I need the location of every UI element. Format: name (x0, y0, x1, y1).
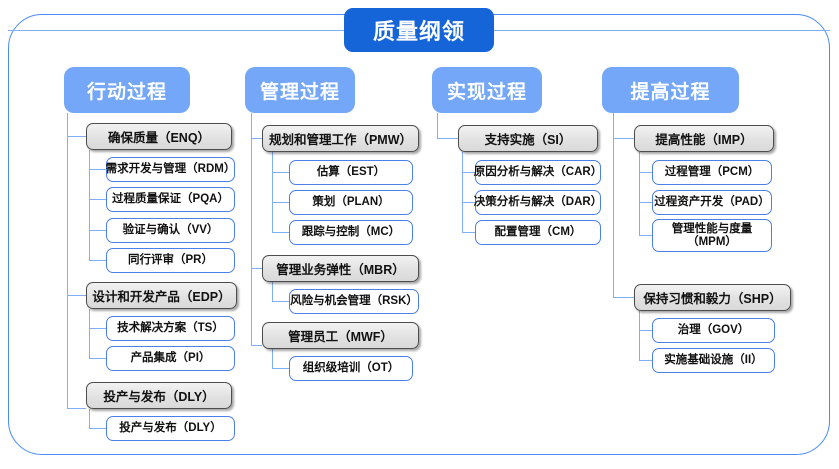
leaf-ts[interactable]: 技术解决方案（TS） (106, 316, 235, 341)
leaf-plan[interactable]: 策划（PLAN） (289, 190, 413, 215)
branch-gov (639, 330, 652, 331)
root-connector-right (494, 30, 830, 31)
branch-pcm (639, 172, 652, 173)
branch-pqa (89, 199, 106, 200)
branch-mc (272, 232, 289, 233)
subtrunk-mbr (272, 282, 273, 301)
leaf-dly[interactable]: 投产与发布（DLY） (106, 416, 235, 441)
leaf-est[interactable]: 估算（EST） (289, 160, 413, 185)
trunk-improve (613, 113, 614, 298)
group-mbr[interactable]: 管理业务弹性（MBR） (262, 255, 419, 282)
group-enq[interactable]: 确保质量（ENQ） (86, 123, 232, 150)
branch-imp (613, 138, 634, 139)
branch-car (462, 172, 475, 173)
leaf-gov[interactable]: 治理（GOV） (652, 318, 775, 343)
column-header-action[interactable]: 行动过程 (64, 67, 190, 113)
branch-si (437, 138, 458, 139)
subtrunk-dly (89, 409, 90, 428)
subtrunk-enq (89, 150, 90, 260)
trunk-implement (437, 113, 438, 139)
leaf-mc[interactable]: 跟踪与控制（MC） (289, 220, 413, 245)
group-dly[interactable]: 投产与发布（DLY） (86, 382, 232, 409)
leaf-dar[interactable]: 决策分析与解决（DAR） (474, 190, 602, 215)
branch-shp (613, 297, 634, 298)
branch-dly-group (67, 408, 86, 409)
group-mwf[interactable]: 管理员工（MWF） (262, 322, 419, 349)
group-si[interactable]: 支持实施（SI） (458, 125, 598, 152)
subtrunk-edp (89, 309, 90, 358)
branch-est (272, 172, 289, 173)
subtrunk-si (462, 152, 463, 232)
leaf-pr[interactable]: 同行评审（PR） (106, 248, 235, 273)
column-header-improve[interactable]: 提高过程 (602, 67, 739, 113)
subtrunk-mwf (272, 349, 273, 368)
group-shp[interactable]: 保持习惯和毅力（SHP） (634, 284, 791, 311)
leaf-vv[interactable]: 验证与确认（VV） (106, 218, 235, 243)
group-imp[interactable]: 提高性能（IMP） (634, 125, 774, 152)
leaf-ii[interactable]: 实施基础设施（II） (652, 348, 775, 373)
branch-enq (67, 136, 86, 137)
leaf-mpm[interactable]: 管理性能与度量（MPM） (652, 219, 772, 252)
root-connector-left (8, 30, 344, 31)
branch-cm (462, 232, 475, 233)
leaf-pqa[interactable]: 过程质量保证（PQA） (106, 187, 235, 212)
branch-pi (89, 358, 106, 359)
trunk-action (67, 113, 68, 408)
branch-ts (89, 328, 106, 329)
branch-rdm (89, 169, 106, 170)
column-header-implement[interactable]: 实现过程 (432, 67, 542, 113)
leaf-pi[interactable]: 产品集成（PI） (106, 346, 235, 371)
leaf-pad[interactable]: 过程资产开发（PAD） (652, 190, 772, 215)
leaf-ot[interactable]: 组织级培训（OT） (289, 356, 413, 381)
group-pmw[interactable]: 规划和管理工作（PMW） (262, 125, 419, 152)
branch-pr (89, 260, 106, 261)
branch-ii (639, 360, 652, 361)
column-header-manage[interactable]: 管理过程 (245, 67, 355, 113)
branch-mpm (639, 235, 652, 236)
subtrunk-imp (639, 152, 640, 235)
leaf-rdm[interactable]: 需求开发与管理（RDM） (106, 157, 235, 182)
subtrunk-pmw (272, 152, 273, 232)
group-edp[interactable]: 设计和开发产品（EDP） (86, 282, 237, 309)
branch-dar (462, 202, 475, 203)
branch-pad (639, 202, 652, 203)
leaf-pcm[interactable]: 过程管理（PCM） (652, 160, 772, 185)
branch-rsk (272, 301, 289, 302)
trunk-manage (251, 113, 252, 345)
branch-pmw (251, 138, 262, 139)
leaf-car[interactable]: 原因分析与解决（CAR） (474, 160, 602, 185)
branch-ot (272, 368, 289, 369)
branch-edp (67, 295, 86, 296)
branch-vv (89, 230, 106, 231)
branch-plan (272, 202, 289, 203)
subtrunk-shp (639, 311, 640, 360)
leaf-cm[interactable]: 配置管理（CM） (475, 220, 601, 245)
root-title: 质量纲领 (344, 8, 494, 52)
branch-dly-leaf (89, 428, 106, 429)
branch-mbr (251, 268, 262, 269)
leaf-rsk[interactable]: 风险与机会管理（RSK） (289, 289, 419, 314)
branch-mwf (251, 345, 262, 346)
